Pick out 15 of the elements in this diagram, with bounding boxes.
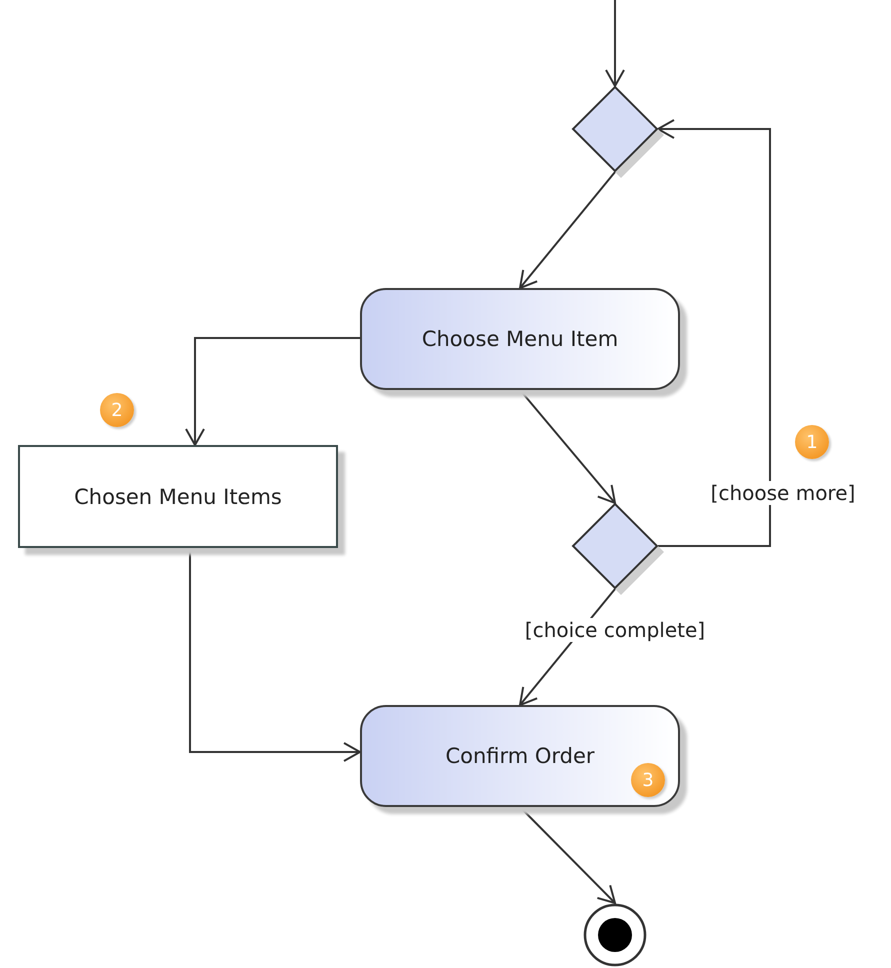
arrow (657, 119, 771, 547)
arrow (519, 806, 616, 904)
arrow (519, 389, 616, 504)
arrow (519, 171, 616, 289)
activity-label: Chosen Menu Items (74, 484, 282, 508)
callout-number: 2 (100, 393, 134, 427)
object-box (18, 445, 338, 548)
callout-number: 1 (795, 425, 829, 459)
arrow (185, 337, 360, 446)
activity-label: Confirm Order (445, 744, 595, 768)
arrow (189, 548, 361, 762)
activity-label: Choose Menu Item (422, 327, 618, 351)
action-box (360, 705, 680, 807)
action-box (360, 288, 680, 390)
arrow (605, 0, 625, 87)
